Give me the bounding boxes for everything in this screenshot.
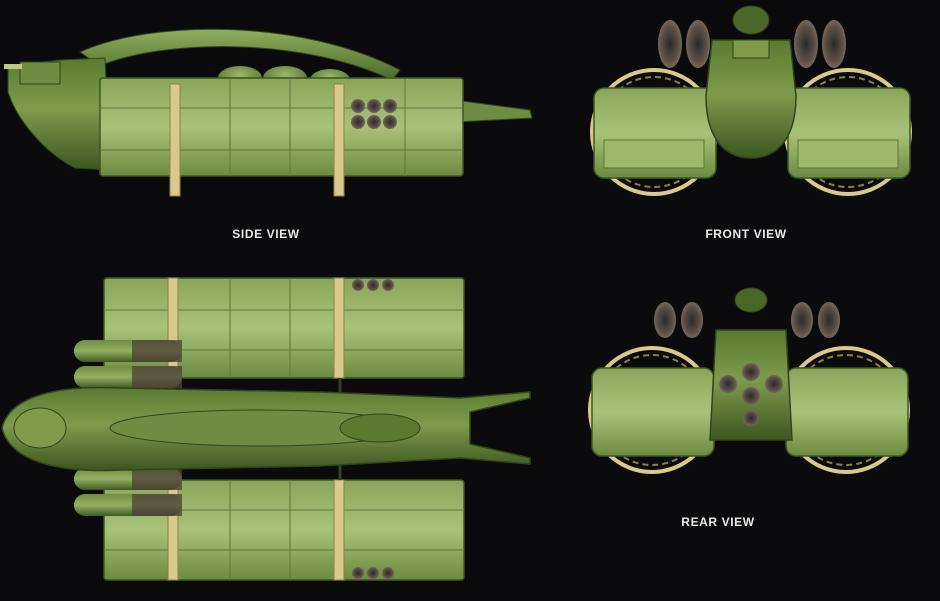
side-main-pod [99, 77, 464, 177]
front-view-ship [590, 5, 912, 196]
side-brass-strap [169, 83, 181, 197]
side-view-label: SIDE VIEW [232, 227, 300, 241]
front-view-label: FRONT VIEW [705, 227, 787, 241]
side-dorsal-arch [78, 28, 401, 81]
side-cockpit-block [19, 61, 61, 85]
rear-right-pod [785, 367, 909, 457]
side-antenna [4, 64, 22, 69]
side-brass-strap [333, 83, 345, 197]
top-spine-rear [339, 413, 421, 443]
rear-left-pod [591, 367, 715, 457]
side-view-ship [4, 28, 533, 197]
rear-view-label: REAR VIEW [681, 515, 755, 529]
top-brass-strap [333, 277, 345, 379]
top-brass-strap [333, 479, 345, 581]
top-view-ship [1, 277, 531, 581]
top-cockpit [13, 407, 67, 449]
rear-central-body [709, 329, 793, 441]
top-lower-pod [103, 479, 465, 581]
top-upper-pod [103, 277, 465, 379]
front-central-body [705, 39, 797, 159]
side-nozzle-cluster [351, 99, 397, 129]
top-thruster-tubes [74, 340, 182, 516]
side-tail-spike [454, 99, 533, 123]
top-brass-strap [167, 277, 179, 379]
rear-view-ship [588, 287, 910, 474]
rear-engine-nozzles [719, 363, 783, 426]
